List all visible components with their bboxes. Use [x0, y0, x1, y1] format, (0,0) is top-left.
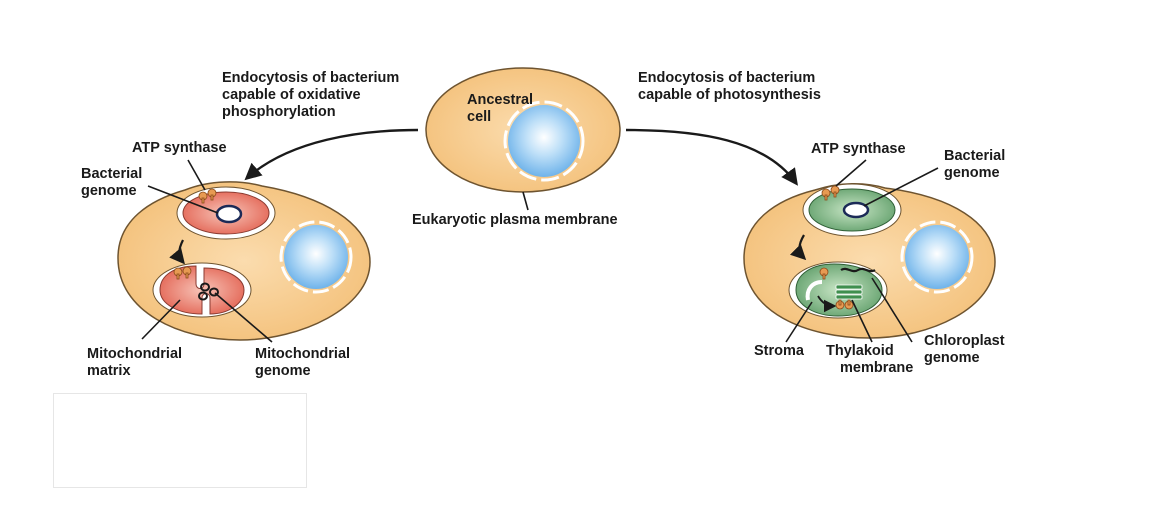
label-plasma-membrane: Eukaryotic plasma membrane	[412, 212, 618, 228]
right-atp-synthase-icon	[821, 185, 840, 201]
label-line: Endocytosis of bacterium	[222, 70, 400, 86]
label-line: phosphorylation	[222, 104, 336, 120]
label-line: genome	[81, 183, 137, 199]
mitochondrion	[152, 262, 252, 318]
left-eukaryotic-cell	[117, 181, 371, 341]
label-right-atp-synthase: ATP synthase	[811, 141, 906, 157]
right-nucleus	[900, 220, 974, 294]
label-line: Chloroplast	[924, 333, 1005, 349]
label-line: genome	[924, 350, 980, 366]
label-line: capable of photosynthesis	[638, 87, 821, 103]
left-bacterial-genome-loop	[215, 204, 243, 224]
label-line: Mitochondrial	[255, 346, 351, 362]
left-atp-synthase-icon	[198, 188, 217, 204]
label-left-bacterial-genome: Bacterial genome	[81, 166, 142, 200]
right-eukaryotic-cell	[743, 182, 996, 339]
ancestral-nucleus	[503, 100, 585, 182]
ancestral-cell	[425, 67, 621, 193]
label-line: genome	[944, 165, 1000, 181]
chloro-atp-synthase-icon	[819, 267, 854, 310]
left-nucleus	[279, 220, 353, 294]
label-line: capable of oxidative	[222, 87, 361, 103]
arrow-to-right-cell	[625, 128, 798, 186]
chloroplast	[788, 261, 888, 319]
arrow-to-left-cell	[244, 128, 419, 181]
label-line: Bacterial	[944, 148, 1006, 164]
mito-atp-synthase-icon	[173, 266, 192, 280]
label-line: membrane	[840, 360, 914, 376]
label-stroma: Stroma	[754, 343, 804, 359]
label-line: Bacterial	[81, 166, 143, 182]
label-ancestral-cell: Ancestral cell	[467, 92, 533, 126]
label-chloroplast-genome: Chloroplast genome	[924, 333, 1005, 367]
label-mito-matrix: Mitochondrial matrix	[87, 346, 182, 380]
label-line: Endocytosis of bacterium	[638, 70, 816, 86]
label-mito-genome: Mitochondrial genome	[255, 346, 350, 380]
label-line: Mitochondrial	[87, 346, 183, 362]
label-right-bacterial-genome: Bacterial genome	[944, 148, 1005, 182]
label-endocytosis-photosynthesis: Endocytosis of bacterium capable of phot…	[638, 70, 821, 104]
label-left-atp-synthase: ATP synthase	[132, 140, 227, 156]
right-engulfed-bacterium	[802, 183, 902, 237]
label-endocytosis-oxidative: Endocytosis of bacterium capable of oxid…	[222, 70, 399, 121]
right-bacterial-genome-loop	[842, 201, 870, 219]
label-thylakoid-membrane: Thylakoid membrane	[826, 343, 913, 377]
empty-caption-box	[53, 393, 307, 488]
label-line: matrix	[87, 363, 131, 379]
leader-lines	[141, 159, 939, 343]
mitochondrial-genome-icon	[198, 282, 219, 301]
label-line: Ancestral	[467, 92, 534, 108]
chloroplast-genome-strand	[840, 267, 876, 273]
thylakoid-stack-icon	[835, 284, 863, 300]
label-line: Thylakoid	[826, 343, 894, 359]
left-engulfed-bacterium	[176, 186, 276, 240]
label-line: cell	[467, 109, 492, 125]
label-line: genome	[255, 363, 311, 379]
